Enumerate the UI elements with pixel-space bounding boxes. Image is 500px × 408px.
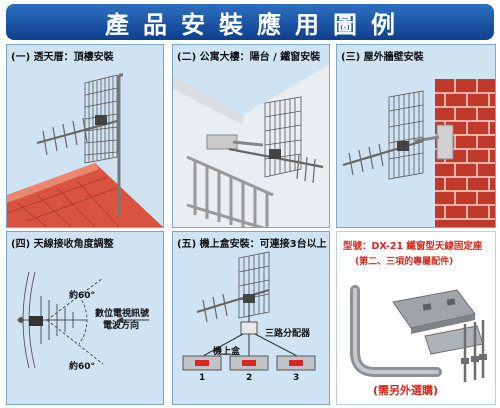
splitter-label: 三路分配器 bbox=[265, 329, 311, 339]
title-banner: 產品安裝應用圖例 bbox=[6, 4, 494, 40]
angle-illustration bbox=[17, 271, 149, 369]
panel-rooftop-install: (一) 透天厝：頂樓安裝 bbox=[6, 44, 164, 228]
settopbox-2 bbox=[229, 355, 269, 371]
signal-label-line2: 電波方向 bbox=[103, 321, 140, 331]
panel-caption: (一) 透天厝：頂樓安裝 bbox=[11, 52, 114, 63]
panel-wall-install: (三) 屋外牆壁安裝 bbox=[336, 44, 496, 228]
settopbox-number-1: 1 bbox=[199, 373, 206, 383]
rooftop-illustration bbox=[7, 73, 163, 227]
page-title: 產品安裝應用圖例 bbox=[105, 10, 409, 39]
settopbox-number-2: 2 bbox=[246, 373, 253, 383]
accessory-note: (第二、三項的專屬配件) bbox=[355, 257, 454, 267]
panel-balcony-install: (二) 公寓大樓：陽台 / 鐵窗安裝 bbox=[172, 44, 330, 228]
purchase-note: (需另外選購) bbox=[373, 384, 439, 397]
panel-angle-adjust: (四) 天線接收角度調整 約 bbox=[6, 231, 164, 405]
model-line: 型號：DX-21 鐵窗型天線固定座 bbox=[343, 241, 483, 252]
settopbox-3 bbox=[276, 355, 316, 371]
angle-bottom-label: 約60° bbox=[69, 362, 96, 372]
balcony-illustration bbox=[173, 65, 329, 227]
panel-settopbox-install: (五) 機上盒安裝：可連接3台以上 bbox=[172, 231, 330, 405]
wall-illustration bbox=[342, 79, 495, 227]
angle-top-label: 約60° bbox=[69, 291, 96, 301]
panel-dx21-bracket: 型號：DX-21 鐵窗型天線固定座 (第二、三項的專屬配件) (需另外選購) bbox=[336, 231, 496, 405]
panel-caption: (四) 天線接收角度調整 bbox=[11, 239, 114, 250]
signal-label-line1: 數位電視訊號 bbox=[95, 309, 150, 319]
settopbox-1 bbox=[182, 355, 222, 371]
panel-caption: (二) 公寓大樓：陽台 / 鐵窗安裝 bbox=[177, 52, 321, 63]
panel-caption: (五) 機上盒安裝：可連接3台以上 bbox=[177, 239, 327, 250]
panel-caption: (三) 屋外牆壁安裝 bbox=[341, 52, 424, 63]
bracket-illustration bbox=[350, 285, 487, 382]
settopbox-label: 機上盒 bbox=[213, 347, 241, 357]
settopbox-illustration bbox=[182, 251, 316, 371]
settopbox-number-3: 3 bbox=[293, 373, 300, 383]
